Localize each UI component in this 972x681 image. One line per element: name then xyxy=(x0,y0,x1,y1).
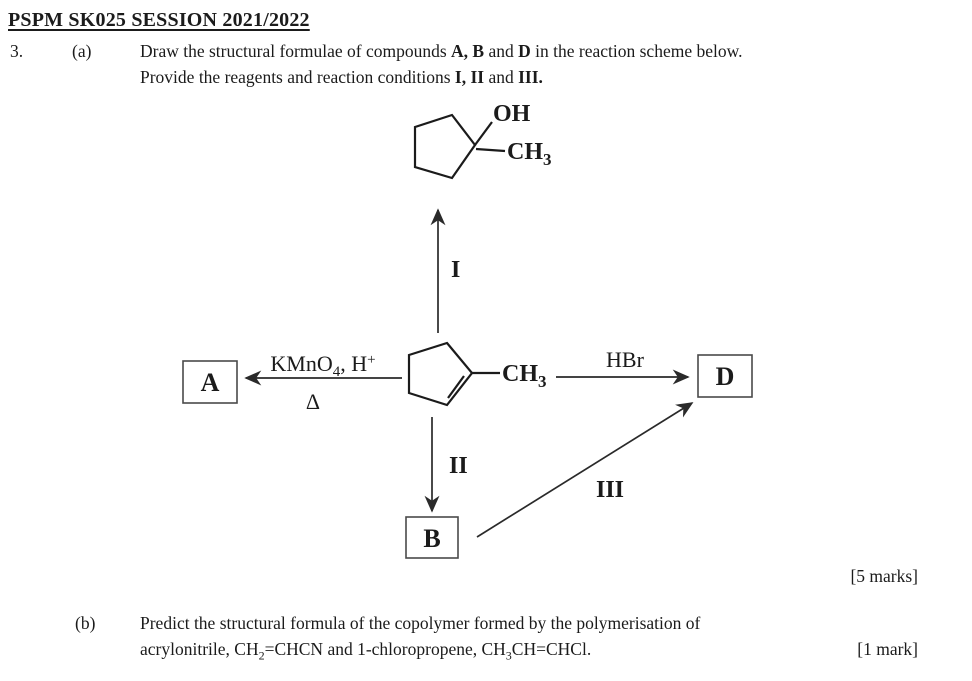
compound-ref-d: D xyxy=(518,41,531,61)
acrylonitrile-text: acrylonitrile, CH xyxy=(140,639,259,659)
oh-label: OH xyxy=(493,101,531,127)
compound-box-d: D xyxy=(697,354,753,398)
compound-label-b: B xyxy=(423,524,440,553)
part-a-label: (a) xyxy=(72,41,92,61)
molecule-methylcyclopentene: CH3 xyxy=(407,341,547,407)
part-b-text: Predict the structural formula of the co… xyxy=(140,610,850,662)
ch2-subscript: 2 xyxy=(258,648,265,663)
chcl-text: CH=CHCl. xyxy=(511,639,592,659)
part-a-line2-and: and xyxy=(484,67,519,87)
cyclopentane-ring xyxy=(413,113,477,180)
arrow-step-iii: III xyxy=(476,402,694,538)
ch3-subscript: 3 xyxy=(505,648,512,663)
cyclopentene-ring xyxy=(407,341,474,407)
part-a-line1-and: and xyxy=(484,41,519,61)
compound-label-a: A xyxy=(201,368,220,397)
part-a-line1: Draw the structural formulae of compound… xyxy=(140,38,870,64)
compound-label-d: D xyxy=(716,362,735,391)
ch3-main: CH xyxy=(507,139,543,165)
arrow-hbr: HBr xyxy=(556,347,690,385)
ch3-label: CH3 xyxy=(502,361,547,391)
step-ii-label: II xyxy=(449,453,468,479)
part-a-line2-text: Provide the reagents and reaction condit… xyxy=(140,67,455,87)
h-plus-main: , H xyxy=(340,351,367,376)
ch3-subscript: 3 xyxy=(538,372,547,391)
ch3-subscript: 3 xyxy=(543,150,552,169)
box-a-frame xyxy=(182,360,238,404)
part-b-label: (b) xyxy=(75,613,96,633)
step-iii-label: III xyxy=(596,477,624,503)
question-number: 3. xyxy=(10,41,24,61)
oh-bond xyxy=(474,121,493,146)
step-i-label: I xyxy=(451,257,460,283)
compound-refs-ab: A, B xyxy=(451,41,485,61)
part-a-line2: Provide the reagents and reaction condit… xyxy=(140,64,870,90)
step-ref-iii: III. xyxy=(518,67,543,87)
ch3-main: CH xyxy=(502,361,538,387)
part-b-marks: [1 mark] xyxy=(857,639,918,659)
part-a-marks: [5 marks] xyxy=(850,566,918,586)
double-bond-inner xyxy=(447,375,465,399)
step-refs-i-ii: I, II xyxy=(454,67,485,87)
kmno4-label: KMnO4, H+ xyxy=(270,351,375,380)
arrow-step-i: I xyxy=(430,208,460,333)
molecule-methylcyclopentanol: OH CH3 xyxy=(413,101,552,180)
kmno4-main: KMnO xyxy=(270,351,332,376)
part-a-text: Draw the structural formulae of compound… xyxy=(140,38,870,90)
part-a-line1-end: in the reaction scheme below. xyxy=(530,41,743,61)
chloropropene-text: =CHCN and 1-chloropropene, CH xyxy=(264,639,506,659)
page-title: PSPM SK025 SESSION 2021/2022 xyxy=(8,9,310,31)
arrow-oxidation: KMnO4, H+ Δ xyxy=(244,351,402,414)
arrow-step-ii: II xyxy=(424,417,468,513)
box-b-frame xyxy=(405,516,459,559)
part-b-line1: Predict the structural formula of the co… xyxy=(140,613,701,633)
compound-box-b: B xyxy=(405,516,459,559)
ch3-bond xyxy=(475,147,506,153)
part-b-line2: acrylonitrile, CH2=CHCN and 1-chloroprop… xyxy=(140,636,850,662)
compound-box-a: A xyxy=(182,360,238,404)
h-plus-superscript: + xyxy=(367,352,375,368)
arrow-iii-line xyxy=(476,402,694,538)
delta-symbol: Δ xyxy=(306,389,320,414)
box-d-frame xyxy=(697,354,753,398)
part-a-line1-text: Draw the structural formulae of compound… xyxy=(140,41,452,61)
hbr-label: HBr xyxy=(606,347,645,372)
ch3-label: CH3 xyxy=(507,139,552,169)
kmno4-subscript: 4 xyxy=(333,364,341,380)
